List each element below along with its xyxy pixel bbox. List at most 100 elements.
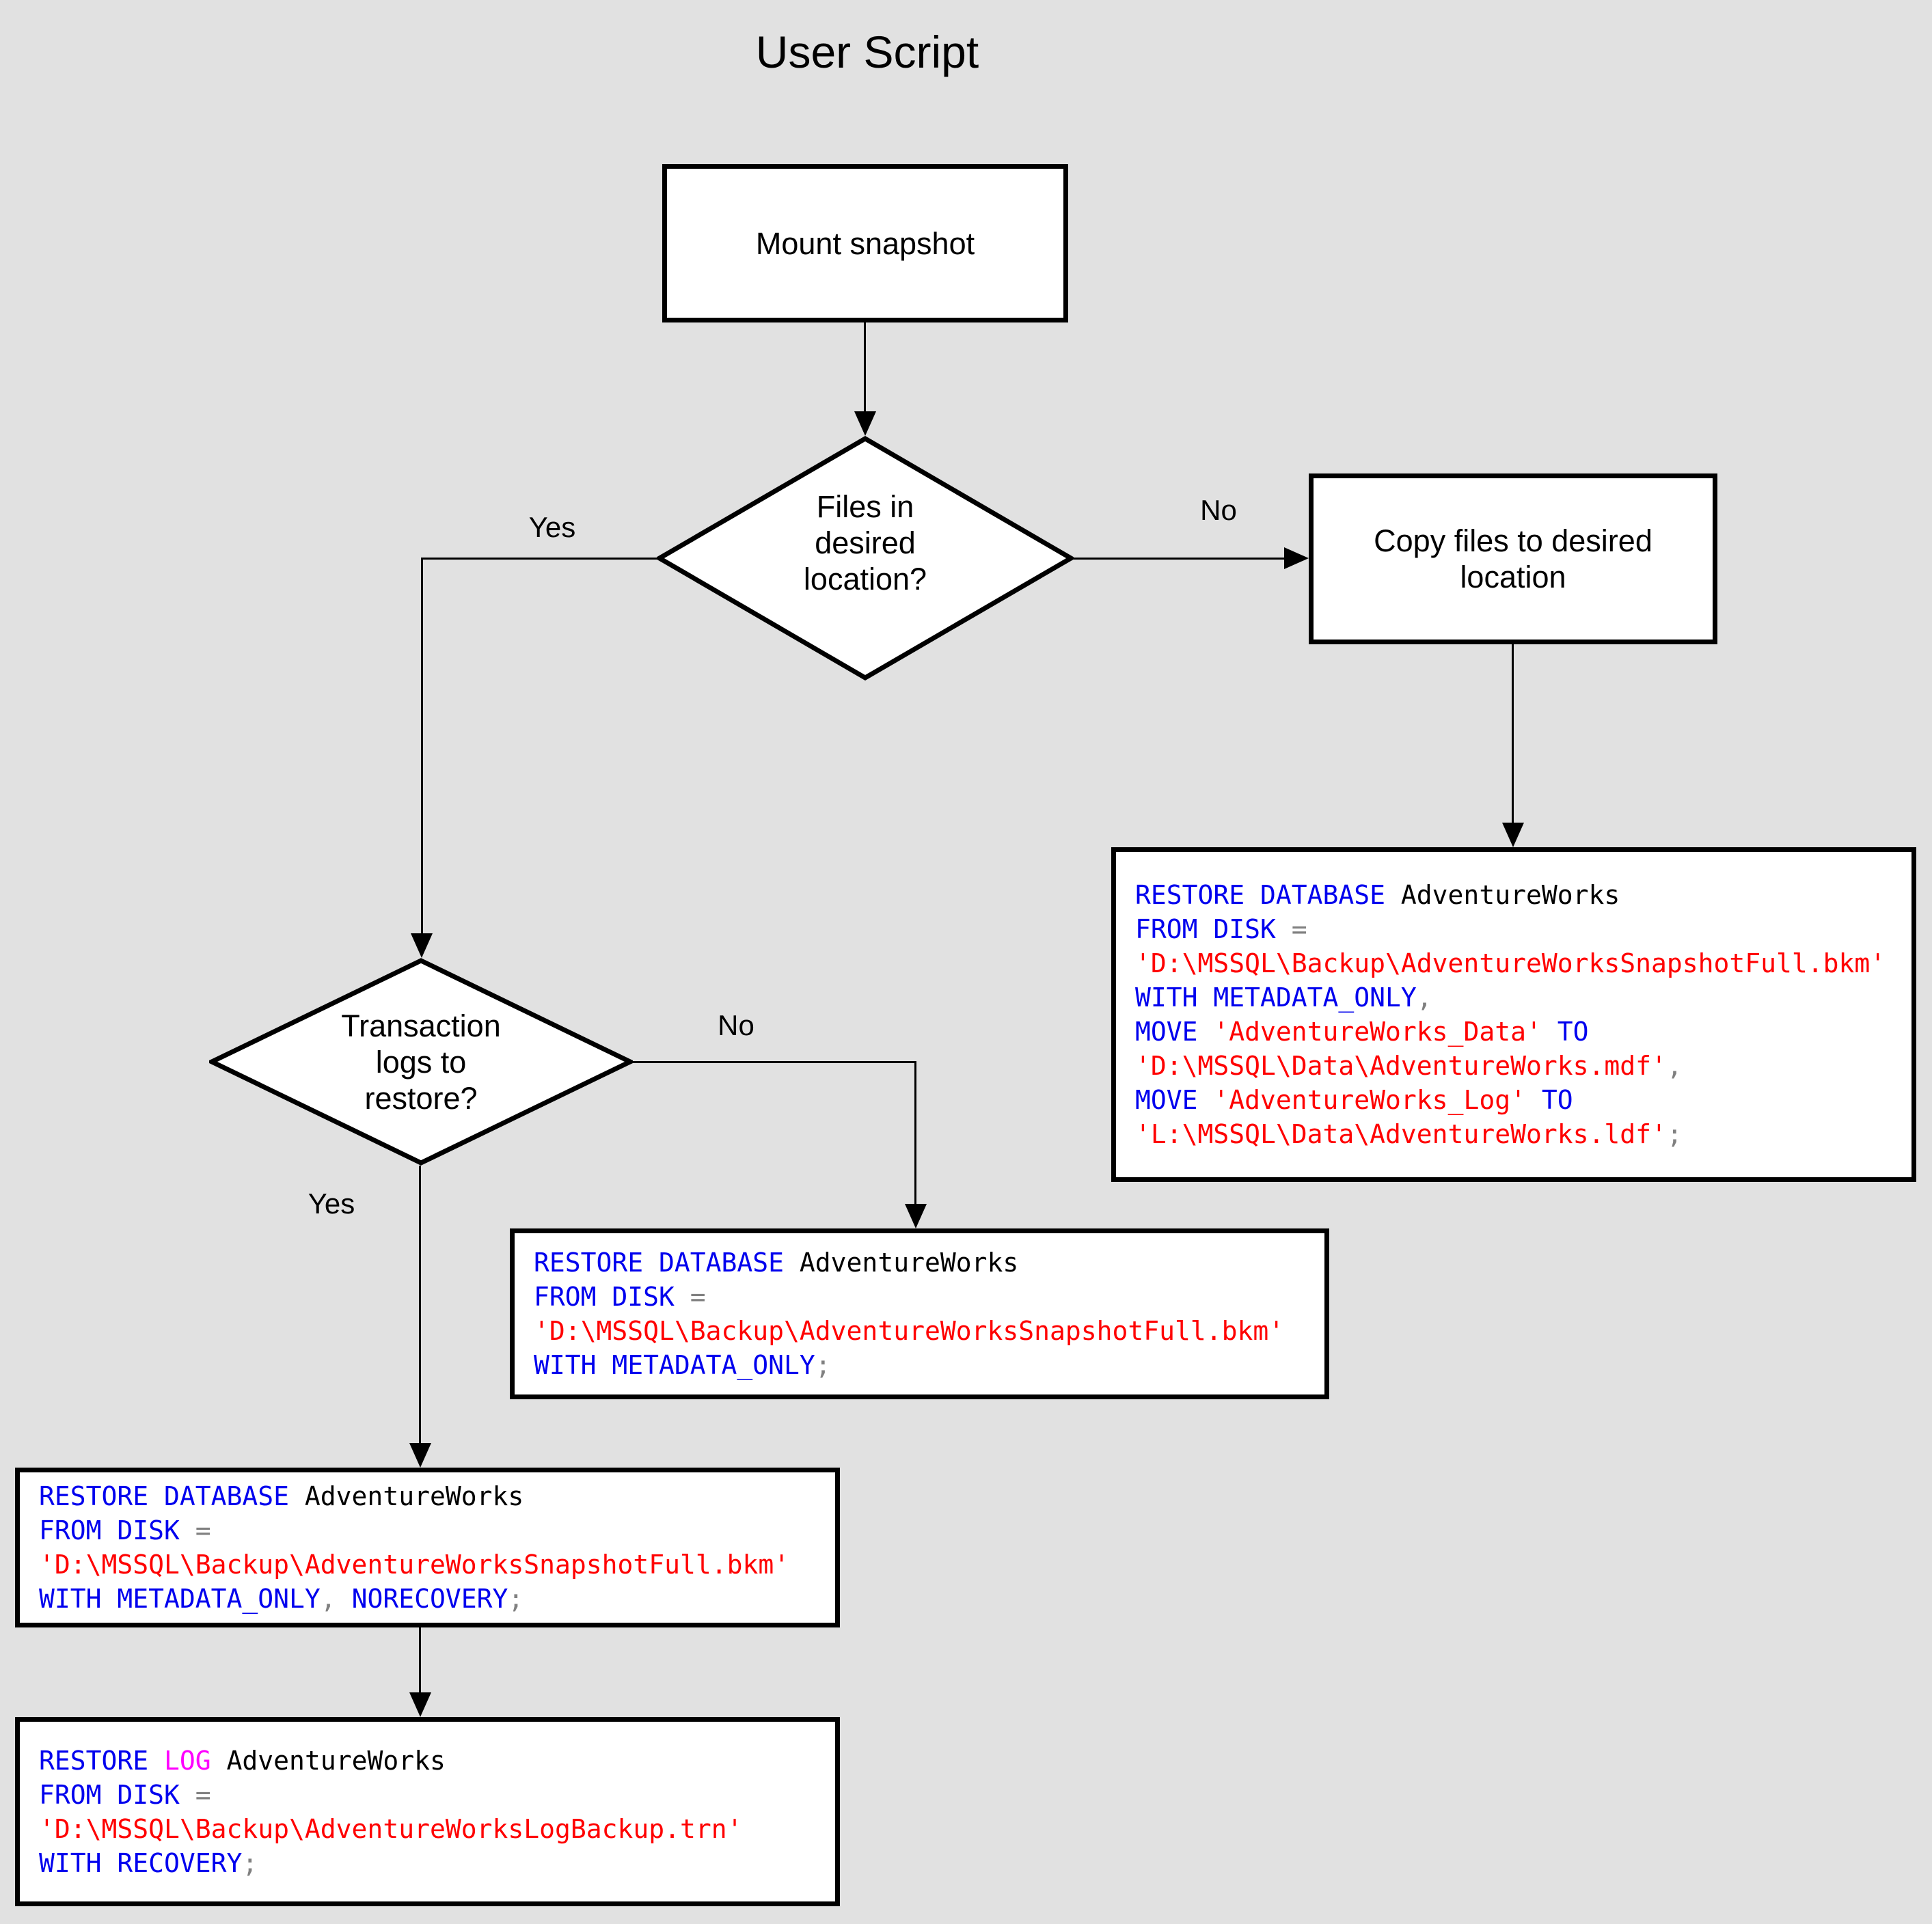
connector-files-yes-horizontal <box>421 558 657 560</box>
code-token-keyword: MOVE <box>1135 1017 1198 1047</box>
code-token-identifier: AdventureWorks <box>1385 880 1620 910</box>
code-token-string: 'D:\MSSQL\Data\AdventureWorks.mdf' <box>1135 1051 1667 1081</box>
arrowhead-into-restore-metadata <box>905 1204 927 1228</box>
code-token-operator: = <box>674 1282 706 1312</box>
code-token-operator: , <box>1416 982 1432 1013</box>
node-mount-snapshot: Mount snapshot <box>662 164 1068 322</box>
code-line: RESTORE DATABASE AdventureWorks <box>39 1479 835 1513</box>
code-line: RESTORE DATABASE AdventureWorks <box>1135 878 1911 912</box>
arrowhead-into-files-decision <box>854 411 876 436</box>
code-line: WITH METADATA_ONLY, NORECOVERY; <box>39 1582 835 1616</box>
label-line: logs to <box>375 1044 467 1080</box>
decision-logs-shape <box>209 958 633 1166</box>
edge-label-files-yes: Yes <box>528 511 576 543</box>
arrowhead-into-logs-decision <box>411 933 433 958</box>
connector-norecovery-to-restore-log <box>419 1627 421 1694</box>
code-token-keyword: RESTORE <box>39 1745 149 1776</box>
code-token-identifier: AdventureWorks <box>784 1248 1019 1278</box>
connector-copy-to-restore-move <box>1512 644 1514 824</box>
connector-logs-no-horizontal <box>633 1061 916 1063</box>
code-line: MOVE 'AdventureWorks_Log' TO <box>1135 1083 1911 1117</box>
code-token-keyword: RESTORE DATABASE <box>1135 880 1386 910</box>
connector-files-yes-vertical <box>421 558 423 935</box>
code-token-string: 'D:\MSSQL\Backup\AdventureWorksSnapshotF… <box>39 1550 790 1580</box>
label-line: location <box>1460 560 1566 594</box>
arrowhead-into-restore-move <box>1502 823 1524 847</box>
edge-label-logs-no: No <box>718 1009 754 1041</box>
code-token-operator: = <box>179 1515 211 1545</box>
code-token-operator: ; <box>815 1350 831 1380</box>
code-token-identifier: AdventureWorks <box>210 1745 446 1776</box>
code-token-string: 'D:\MSSQL\Backup\AdventureWorksSnapshotF… <box>534 1316 1285 1346</box>
connector-mount-to-files-decision <box>864 322 866 413</box>
code-line: 'D:\MSSQL\Backup\AdventureWorksLogBackup… <box>39 1812 835 1846</box>
code-token-string: 'AdventureWorks_Data' <box>1197 1017 1542 1047</box>
code-token-operator: ; <box>242 1847 258 1878</box>
code-line: RESTORE LOG AdventureWorks <box>39 1744 835 1778</box>
code-line: RESTORE DATABASE AdventureWorks <box>534 1246 1324 1280</box>
code-token-operator: , <box>320 1584 336 1614</box>
code-token-keyword: WITH RECOVERY <box>39 1847 243 1878</box>
code-token-keyword: WITH METADATA_ONLY <box>1135 982 1417 1013</box>
code-line: FROM DISK = <box>534 1280 1324 1314</box>
page-title: User Script <box>755 27 979 77</box>
code-token-keyword: FROM DISK <box>39 1779 180 1810</box>
code-line: 'D:\MSSQL\Backup\AdventureWorksSnapshotF… <box>39 1548 835 1582</box>
code-token-string: 'AdventureWorks_Log' <box>1197 1085 1526 1115</box>
code-token-operator: , <box>1666 1051 1683 1081</box>
code-line: FROM DISK = <box>39 1778 835 1812</box>
code-line: 'L:\MSSQL\Data\AdventureWorks.ldf'; <box>1135 1117 1911 1151</box>
code-line: 'D:\MSSQL\Backup\AdventureWorksSnapshotF… <box>534 1314 1324 1348</box>
label-line: Copy files to desired <box>1374 523 1652 558</box>
decision-files-shape <box>657 436 1074 681</box>
code-token-operator: ; <box>1666 1119 1683 1149</box>
arrowhead-into-restore-norecovery <box>409 1443 431 1468</box>
code-token-keyword: TO <box>1525 1085 1573 1115</box>
code-line: WITH RECOVERY; <box>39 1846 835 1880</box>
code-token-keyword: FROM DISK <box>534 1282 675 1312</box>
code-token-keyword: WITH METADATA_ONLY <box>534 1350 815 1380</box>
code-token-log_keyword: LOG <box>148 1745 211 1776</box>
arrowhead-into-copy-files <box>1284 547 1309 569</box>
code-token-operator: = <box>179 1779 211 1810</box>
code-token-string: 'L:\MSSQL\Data\AdventureWorks.ldf' <box>1135 1119 1667 1149</box>
code-line: 'D:\MSSQL\Data\AdventureWorks.mdf', <box>1135 1049 1911 1083</box>
code-line: 'D:\MSSQL\Backup\AdventureWorksSnapshotF… <box>1135 946 1911 980</box>
connector-logs-no-vertical <box>914 1061 916 1205</box>
label-line: Files in <box>816 489 914 524</box>
code-token-identifier: AdventureWorks <box>289 1481 524 1511</box>
code-line: WITH METADATA_ONLY, <box>1135 980 1911 1015</box>
label-line: desired <box>815 525 916 560</box>
edge-label-logs-yes: Yes <box>308 1187 355 1220</box>
arrowhead-into-restore-log <box>409 1692 431 1717</box>
code-token-keyword: MOVE <box>1135 1085 1198 1115</box>
label-line: location? <box>803 562 927 596</box>
code-line: WITH METADATA_ONLY; <box>534 1348 1324 1382</box>
code-token-keyword: FROM DISK <box>1135 914 1276 944</box>
edge-label-files-no: No <box>1200 494 1237 526</box>
code-line: FROM DISK = <box>1135 912 1911 946</box>
code-token-keyword: RESTORE DATABASE <box>39 1481 290 1511</box>
code-token-string: 'D:\MSSQL\Backup\AdventureWorksLogBackup… <box>39 1813 743 1844</box>
code-token-keyword: TO <box>1541 1017 1589 1047</box>
label-line: Transaction <box>341 1008 501 1043</box>
code-token-keyword: NORECOVERY <box>336 1584 508 1614</box>
code-token-keyword: FROM DISK <box>39 1515 180 1545</box>
code-token-keyword: RESTORE DATABASE <box>534 1248 785 1278</box>
connector-logs-yes <box>419 1166 421 1444</box>
code-line: FROM DISK = <box>39 1513 835 1548</box>
code-token-operator: = <box>1275 914 1307 944</box>
label-line: restore? <box>364 1080 478 1116</box>
connector-files-no <box>1074 558 1285 560</box>
code-token-operator: ; <box>508 1584 524 1614</box>
code-line: MOVE 'AdventureWorks_Data' TO <box>1135 1015 1911 1049</box>
